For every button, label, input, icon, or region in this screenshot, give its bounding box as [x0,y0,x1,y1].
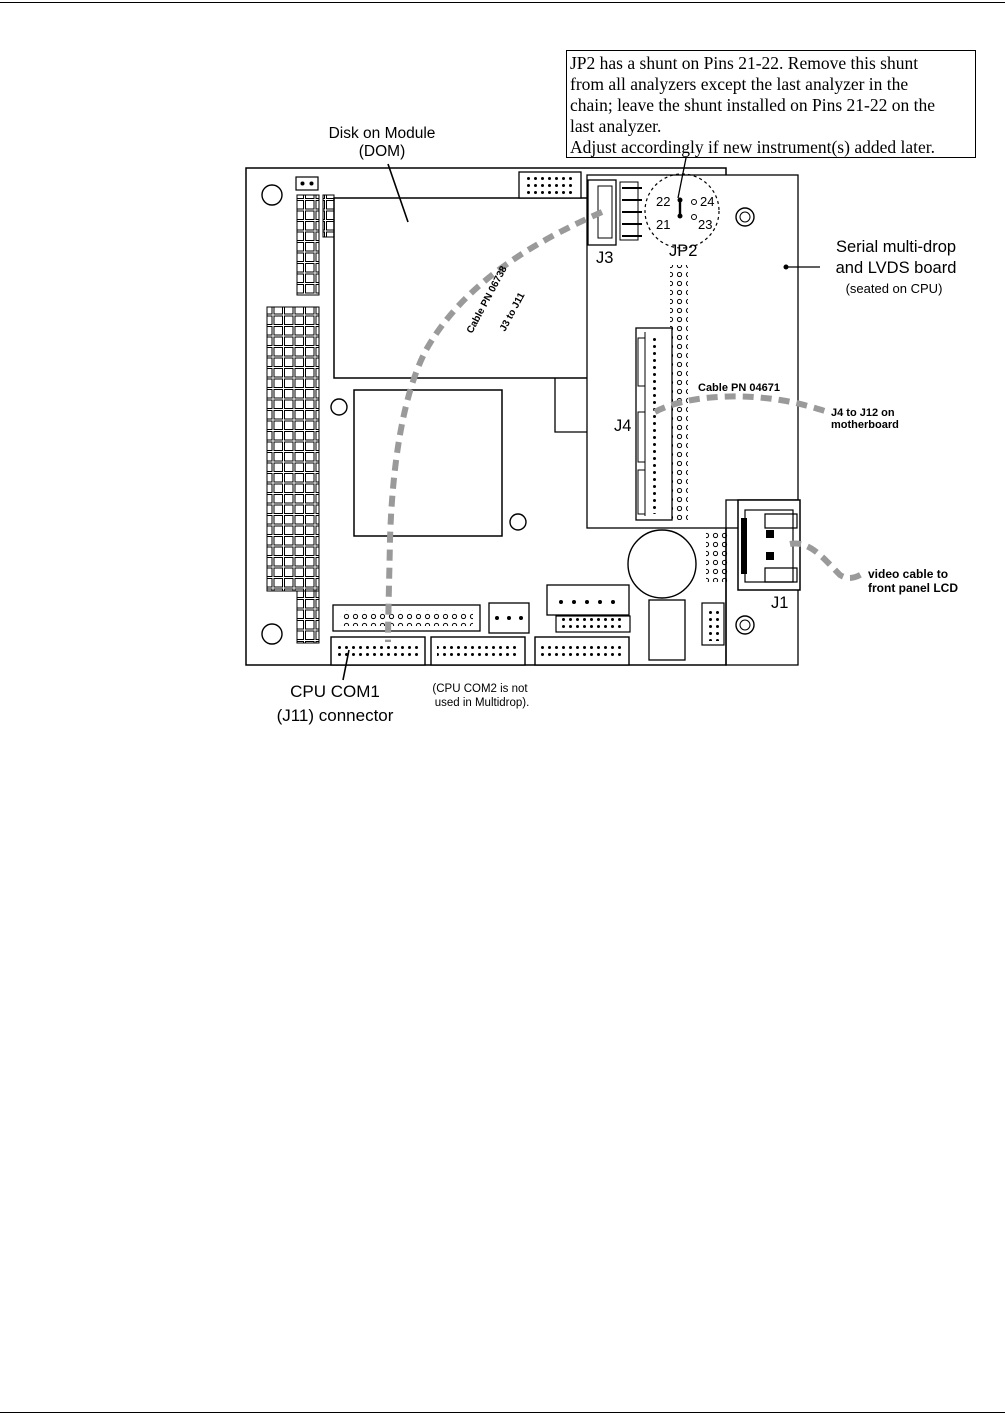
note-line-2: from all analyzers except the last analy… [570,74,909,94]
com1-label-line2: (J11) connector [277,706,394,725]
jp2-label: JP2 [669,242,697,260]
video-label-line2: front panel LCD [868,581,958,595]
mount-hole-bl [261,623,283,645]
mount-hole-mid [330,398,348,416]
serial-label-line1: Serial multi-drop [836,238,956,256]
bottom-rule [0,1412,1005,1413]
dom-label-line2: (DOM) [359,143,406,160]
mount-hole-serial-top [735,207,755,227]
serial-label-line3: (seated on CPU) [846,281,943,296]
crystal [648,599,686,661]
j4-label: J4 [614,417,631,435]
jp2-highlight [644,173,720,249]
dom-label-line1: Disk on Module [329,125,436,142]
mount-hole-tl [261,184,283,206]
j3-label: J3 [596,249,613,267]
jp2-pin-24: 24 [700,194,714,209]
note-line-1: JP2 has a shunt on Pins 21-22. Remove th… [570,53,919,73]
jumper-top-left [295,176,319,191]
j1-label: J1 [771,594,788,612]
jp2-pin-21: 21 [656,217,670,232]
video-label-line1: video cable to [868,567,948,581]
pin-header-left [266,306,320,592]
note-pointer [677,157,687,199]
dom-pointer [387,163,409,223]
com2-label-line1: (CPU COM2 is not [432,683,528,695]
pin-header-lower [296,590,320,644]
pin-header-short [322,194,335,238]
cable-j4-to-j12 [653,393,829,415]
note-line-5: Adjust accordingly if new instrument(s) … [570,137,935,157]
cable-video [789,540,864,581]
cpu-chip [353,389,503,537]
top-rule [0,2,1005,3]
j4-j12-label-line2: motherboard [831,419,899,431]
serial-pin-column [670,265,688,520]
header-5pin [546,584,630,616]
mount-hole-serial-bottom [735,615,755,635]
jp2-note-box: JP2 has a shunt on Pins 21-22. Remove th… [566,50,976,158]
header-near-j1 [706,530,728,582]
disk-on-module [333,197,593,379]
battery [627,529,697,599]
chip-bracket [554,378,588,433]
jp2-pin-22: 22 [656,194,670,209]
note-line-4: last analyzer. [570,116,662,136]
cable-j3-to-j11 [385,209,604,643]
cable2-label: Cable PN 04671 [698,382,780,394]
note-line-3: chain; leave the shunt installed on Pins… [570,95,936,115]
jp2-pin-23: 23 [698,217,712,232]
pin-header-upper [296,194,320,296]
com1-label-line1: CPU COM1 [290,682,380,701]
j1-connector [737,499,801,591]
com2-label-line2: used in Multidrop). [435,697,530,709]
j4-j12-label-line1: J4 to J12 on [831,407,895,419]
com1-pointer [342,649,350,681]
mount-hole-chip [509,513,527,531]
serial-label-line2: and LVDS board [836,259,957,277]
